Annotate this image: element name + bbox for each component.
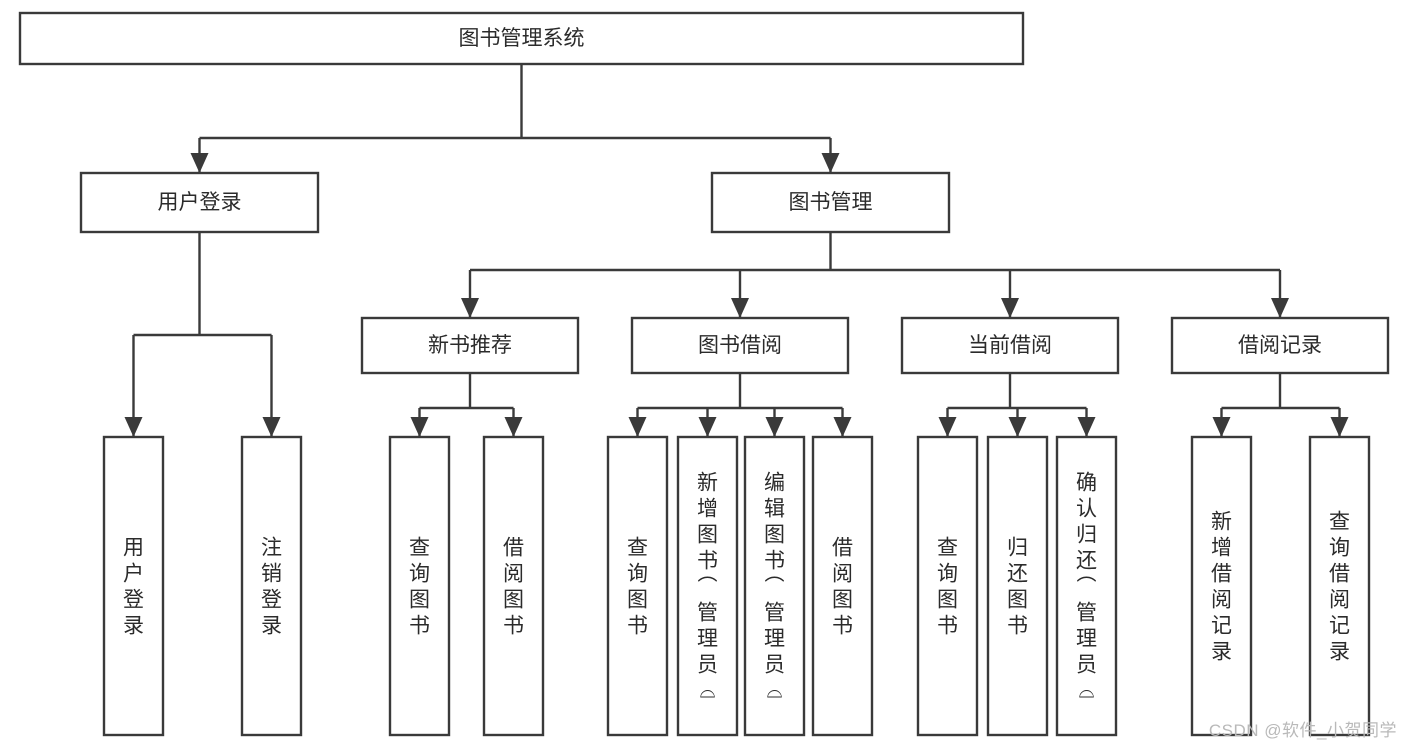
- edge-arrowhead: [504, 417, 523, 437]
- edge-arrowhead: [1330, 417, 1349, 437]
- node-label-root: 图书管理系统: [459, 27, 585, 50]
- edge-arrowhead: [410, 417, 429, 437]
- node-label-leaf-query-record: 查询借阅记录: [1329, 510, 1350, 663]
- edge-arrowhead: [765, 417, 784, 437]
- node-box-leaf-logout: [240, 435, 303, 737]
- node-box-leaf-add-book: [676, 435, 739, 737]
- node-box-root: [18, 11, 1025, 66]
- edge-arrowhead: [938, 417, 957, 437]
- edge-group-book-manage: [461, 232, 1289, 318]
- edge-group-new-book-rec: [410, 373, 523, 437]
- edge-arrowhead: [1212, 417, 1231, 437]
- node-box-leaf-query-book-2: [606, 435, 669, 737]
- node-new-book-rec[interactable]: 新书推荐: [360, 316, 580, 375]
- node-leaf-add-book[interactable]: 新增图书⌒管理员⌓: [676, 435, 739, 737]
- node-label-new-book-rec: 新书推荐: [428, 334, 512, 357]
- node-label-leaf-query-book-1: 查询图书: [409, 536, 430, 637]
- node-leaf-query-book-3[interactable]: 查询图书: [916, 435, 979, 737]
- node-box-leaf-query-record: [1308, 435, 1371, 737]
- node-book-manage[interactable]: 图书管理: [710, 171, 951, 234]
- edge-arrowhead: [833, 417, 852, 437]
- node-label-leaf-edit-book: 编辑图书⌒管理员⌓: [764, 471, 785, 702]
- node-box-book-borrow: [630, 316, 850, 375]
- node-label-leaf-logout: 注销登录: [261, 536, 282, 637]
- node-box-leaf-edit-book: [743, 435, 806, 737]
- node-box-leaf-add-record: [1190, 435, 1253, 737]
- edge-arrowhead: [124, 417, 143, 437]
- node-label-book-borrow: 图书借阅: [698, 334, 782, 357]
- node-label-user-login: 用户登录: [158, 191, 242, 214]
- node-label-leaf-borrow-book-1: 借阅图书: [503, 536, 524, 637]
- edge-arrowhead: [821, 153, 840, 173]
- node-label-leaf-return-book: 归还图书: [1007, 536, 1028, 637]
- edge-arrowhead: [190, 153, 209, 173]
- node-current-borrow[interactable]: 当前借阅: [900, 316, 1120, 375]
- node-leaf-add-record[interactable]: 新增借阅记录: [1190, 435, 1253, 737]
- edge-arrowhead: [1001, 298, 1019, 318]
- node-label-leaf-user-login: 用户登录: [123, 536, 144, 637]
- node-leaf-query-record[interactable]: 查询借阅记录: [1308, 435, 1371, 737]
- node-box-leaf-query-book-1: [388, 435, 451, 737]
- node-box-leaf-user-login: [102, 435, 165, 737]
- node-user-login[interactable]: 用户登录: [79, 171, 320, 234]
- node-box-book-manage: [710, 171, 951, 234]
- node-borrow-record[interactable]: 借阅记录: [1170, 316, 1390, 375]
- edges-layer: [124, 64, 1349, 437]
- node-leaf-borrow-book-1[interactable]: 借阅图书: [482, 435, 545, 737]
- edge-arrowhead: [698, 417, 717, 437]
- edge-arrowhead: [461, 298, 479, 318]
- node-leaf-edit-book[interactable]: 编辑图书⌒管理员⌓: [743, 435, 806, 737]
- node-box-current-borrow: [900, 316, 1120, 375]
- edge-arrowhead: [1008, 417, 1027, 437]
- edge-arrowhead: [1271, 298, 1289, 318]
- edge-group-borrow-record: [1212, 373, 1349, 437]
- edge-group-current-borrow: [938, 373, 1096, 437]
- edge-group-book-borrow: [628, 373, 852, 437]
- edge-arrowhead: [628, 417, 647, 437]
- node-label-book-manage: 图书管理: [789, 191, 873, 214]
- edge-group-root: [190, 64, 840, 173]
- node-label-borrow-record: 借阅记录: [1238, 334, 1322, 357]
- node-box-leaf-borrow-book-1: [482, 435, 545, 737]
- node-leaf-user-login[interactable]: 用户登录: [102, 435, 165, 737]
- node-leaf-query-book-1[interactable]: 查询图书: [388, 435, 451, 737]
- node-box-leaf-query-book-3: [916, 435, 979, 737]
- node-leaf-return-book[interactable]: 归还图书: [986, 435, 1049, 737]
- node-label-leaf-borrow-book-2: 借阅图书: [832, 536, 853, 637]
- node-label-leaf-confirm-return: 确认归还⌒管理员⌓: [1076, 471, 1097, 702]
- node-label-leaf-query-book-3: 查询图书: [937, 536, 958, 637]
- node-box-new-book-rec: [360, 316, 580, 375]
- edge-arrowhead: [262, 417, 281, 437]
- node-root[interactable]: 图书管理系统: [18, 11, 1025, 66]
- node-leaf-logout[interactable]: 注销登录: [240, 435, 303, 737]
- node-label-leaf-add-book: 新增图书⌒管理员⌓: [697, 471, 718, 702]
- edge-group-user-login: [124, 232, 281, 437]
- node-leaf-borrow-book-2[interactable]: 借阅图书: [811, 435, 874, 737]
- node-box-leaf-confirm-return: [1055, 435, 1118, 737]
- nodes-layer: 图书管理系统用户登录图书管理新书推荐图书借阅当前借阅借阅记录用户登录注销登录查询…: [18, 11, 1390, 737]
- edge-arrowhead: [731, 298, 749, 318]
- node-box-leaf-borrow-book-2: [811, 435, 874, 737]
- node-book-borrow[interactable]: 图书借阅: [630, 316, 850, 375]
- node-box-borrow-record: [1170, 316, 1390, 375]
- node-box-user-login: [79, 171, 320, 234]
- node-label-current-borrow: 当前借阅: [968, 334, 1052, 357]
- node-leaf-confirm-return[interactable]: 确认归还⌒管理员⌓: [1055, 435, 1118, 737]
- node-box-leaf-return-book: [986, 435, 1049, 737]
- node-label-leaf-query-book-2: 查询图书: [627, 536, 648, 637]
- node-leaf-query-book-2[interactable]: 查询图书: [606, 435, 669, 737]
- edge-arrowhead: [1077, 417, 1096, 437]
- node-label-leaf-add-record: 新增借阅记录: [1211, 510, 1232, 663]
